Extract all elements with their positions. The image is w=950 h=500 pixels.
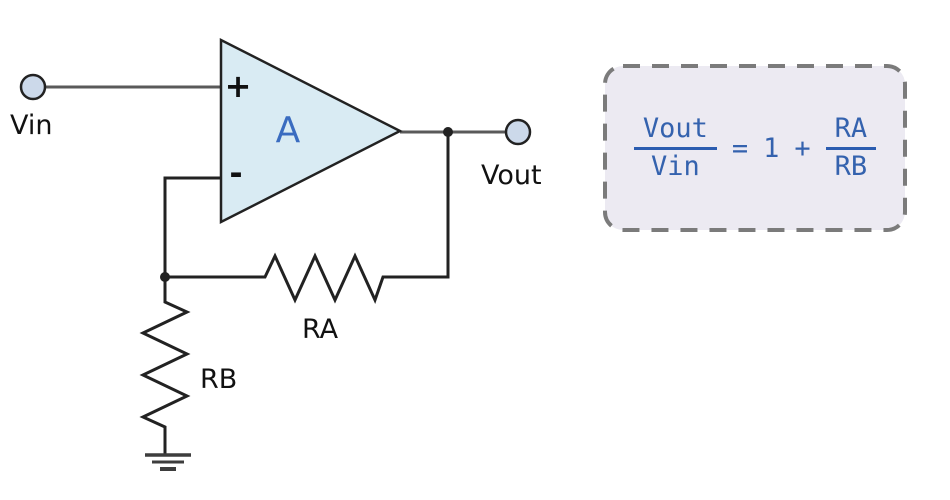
formula-lhs-numerator: Vout	[633, 114, 717, 150]
inverting-input-wire	[163, 176, 221, 277]
gain-formula: Vout Vin = 1 + RA RB	[605, 66, 905, 230]
output-node-dot	[443, 127, 453, 137]
opamp-plus-sign: +	[225, 67, 252, 105]
opamp-gain-label: A	[276, 110, 301, 151]
formula-rhs-numerator: RA	[825, 114, 877, 150]
opamp-minus-sign: -	[229, 154, 242, 192]
formula-rhs-fraction: RA RB	[825, 114, 877, 182]
vin-terminal	[19, 73, 47, 101]
opamp-triangle	[219, 37, 403, 225]
vin-label: Vin	[10, 110, 53, 141]
formula-constant: 1	[763, 132, 780, 164]
formula-lhs-denominator: Vin	[650, 150, 700, 182]
formula-box	[603, 64, 907, 232]
formula-rhs-denominator: RB	[834, 150, 868, 182]
formula-plus-sign: +	[794, 132, 811, 164]
ground-symbol	[145, 453, 191, 471]
formula-lhs-fraction: Vout Vin	[633, 114, 717, 182]
resistor-rb-path	[139, 277, 191, 455]
vout-label: Vout	[481, 160, 542, 191]
vout-terminal	[504, 118, 532, 146]
ra-label: RA	[302, 314, 339, 345]
feedback-node-dot	[160, 272, 170, 282]
formula-equals-sign: =	[731, 132, 749, 164]
rb-label: RB	[200, 364, 237, 395]
resistor-ra-path	[165, 132, 450, 305]
